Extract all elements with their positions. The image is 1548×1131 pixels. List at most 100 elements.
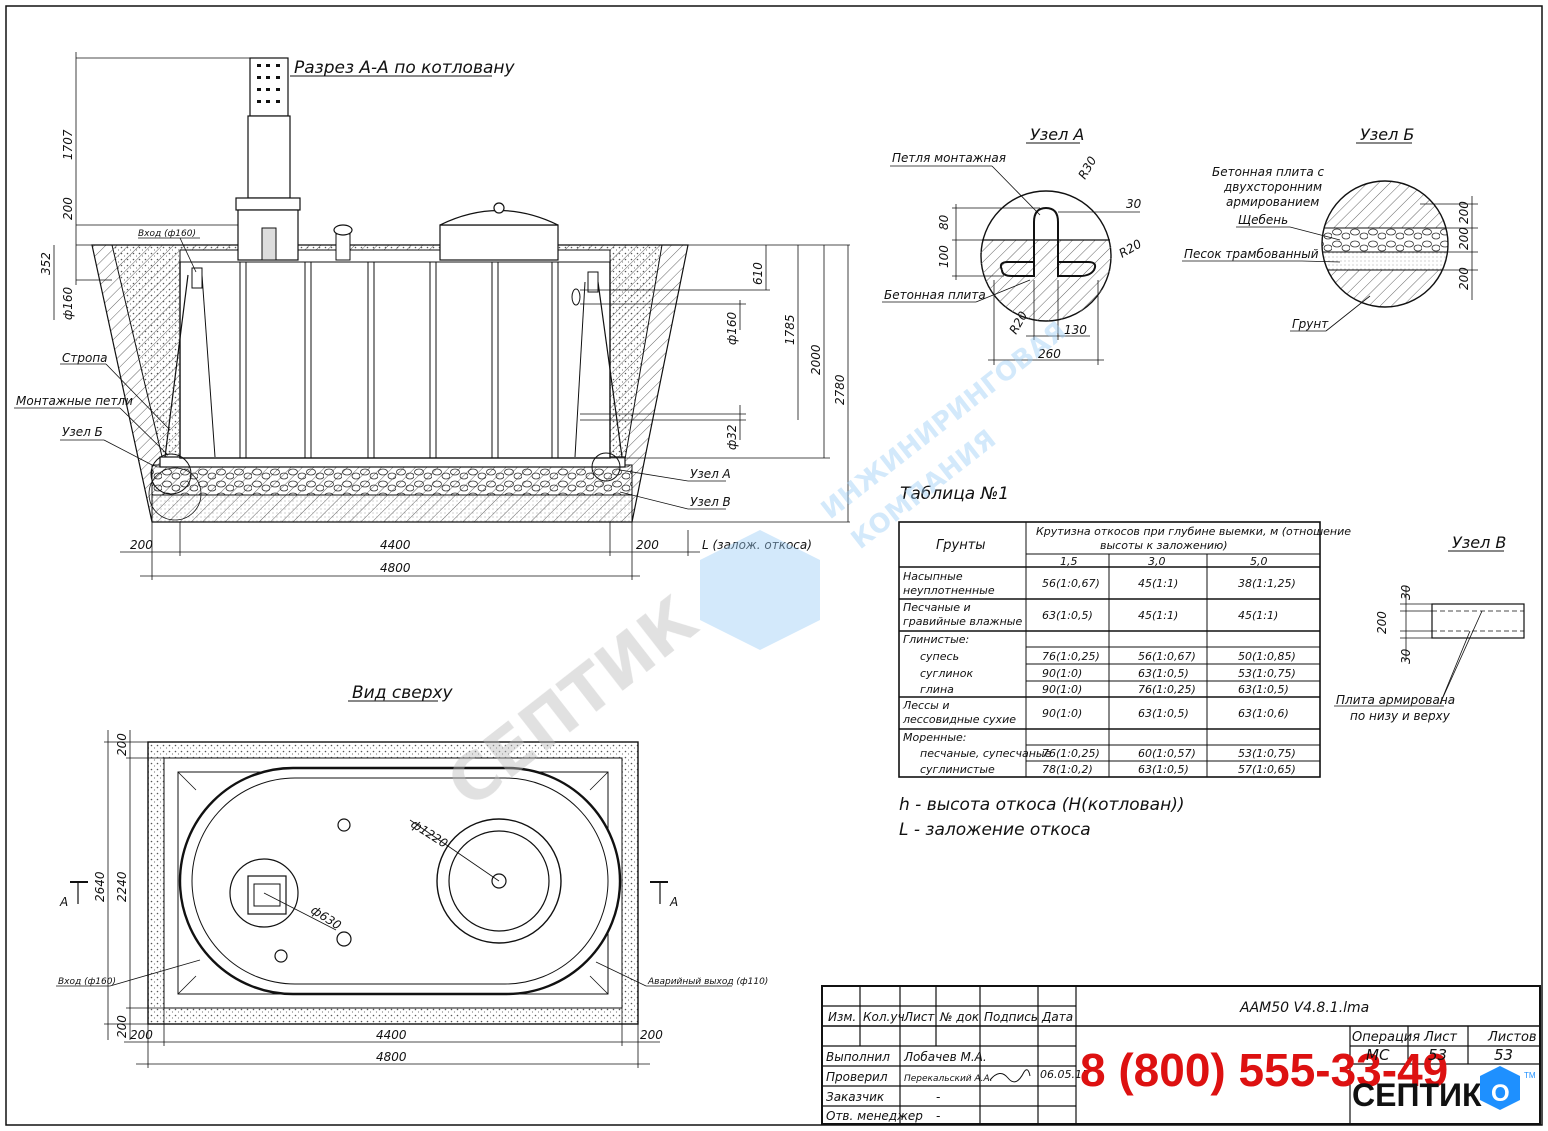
node-a-d100: 100: [937, 245, 951, 268]
node-a-slab: [979, 240, 1113, 322]
stamp-role: Выполнил: [826, 1050, 890, 1064]
node-a-detail: Узел А Петля монтажная Бетонная плита R3…: [882, 125, 1144, 365]
section-view: Разрез А-А по котловану: [14, 52, 850, 580]
section-mark-right: А: [669, 895, 678, 909]
brand-logo-letter: O: [1491, 1080, 1510, 1107]
table-cell: 76(1:0,25): [1042, 650, 1100, 663]
node-a-r20a: R20: [1117, 236, 1145, 260]
table-row-label: Моренные:: [903, 731, 967, 744]
top-h2640: 2640: [93, 871, 107, 902]
dim-phi160b: ф160: [725, 311, 739, 345]
dim-slope: L (залож. откоса): [702, 538, 812, 552]
node-b-d200a: 200: [1457, 201, 1471, 224]
dim-w200a: 200: [130, 538, 153, 552]
table-cell: 63(1:0,5): [1138, 667, 1189, 680]
stamp-header: Изм.: [828, 1010, 856, 1024]
section-mark-left: А: [59, 895, 68, 909]
table-depth-1: 3,0: [1148, 555, 1166, 568]
top-w200b: 200: [640, 1028, 663, 1042]
table-grid: [899, 522, 1320, 777]
node-v-label-l2: по низу и верху: [1350, 709, 1451, 723]
sling-right: [597, 281, 623, 458]
label-inlet: Вход (ф160): [138, 229, 196, 239]
vent-pipe: [335, 233, 351, 261]
stamp-header: Подпись: [984, 1010, 1038, 1024]
table-row-label: Глинистые:: [903, 633, 969, 646]
stamp-op-label: Операция: [1352, 1030, 1420, 1045]
stamp-sheets-label: Листов: [1487, 1030, 1537, 1045]
stamp-role: Отв. менеджер: [826, 1109, 923, 1123]
dim-phi32: ф32: [725, 424, 739, 450]
label-node-b: Узел Б: [62, 425, 103, 439]
dim-200: 200: [61, 197, 75, 220]
column-inner: [261, 227, 277, 261]
node-v-d30b: 30: [1399, 648, 1413, 664]
signature: [989, 1069, 1031, 1083]
section-title: Разрез А-А по котловану: [294, 58, 516, 78]
pipe-hole: [336, 931, 352, 947]
table-title: Таблица №1: [900, 484, 1009, 504]
outlet-fitting: [587, 271, 599, 293]
soil-table: Таблица №1 Грунты Крутизна откосов при г…: [898, 484, 1351, 840]
tank-body: [179, 259, 611, 459]
table-cell: 56(1:0,67): [1042, 577, 1100, 590]
node-v-label-l1: Плита армирована: [1336, 693, 1455, 707]
label-node-v: Узел В: [690, 495, 731, 509]
table-cell: 63(1:0,5): [1138, 763, 1189, 776]
brand-tm: TM: [1524, 1071, 1536, 1080]
stamp-sheets-value: 53: [1494, 1046, 1513, 1064]
stamp-header: Дата: [1041, 1010, 1073, 1024]
node-b-title: Узел Б: [1360, 125, 1414, 144]
stamp-op-value: МС: [1366, 1046, 1390, 1064]
sling-left: [164, 274, 189, 458]
stamp-header: Лист: [903, 1010, 935, 1024]
stamp-header: Кол.уч: [863, 1010, 905, 1024]
stamp-header: № док: [939, 1010, 980, 1024]
stamp-grid: [822, 986, 1540, 1124]
table-cell: 45(1:1): [1238, 609, 1278, 622]
table-cell: 90(1:0): [1042, 667, 1082, 680]
node-b-d200c: 200: [1457, 267, 1471, 290]
dims-left: [53, 52, 250, 320]
stamp-sheet-value: 53: [1428, 1046, 1447, 1064]
hatch-lid: [439, 209, 559, 226]
node-v-d200: 200: [1375, 611, 1389, 634]
table-cell: 50(1:0,85): [1238, 650, 1296, 663]
hatch-neck: [439, 224, 559, 261]
node-a-slab-label: Бетонная плита: [884, 288, 986, 302]
node-a-d260: 260: [1038, 347, 1061, 361]
note-h: h - высота откоса (H(котлован)): [899, 795, 1184, 815]
vent-hole: [337, 818, 351, 832]
node-a-title: Узел А: [1030, 125, 1084, 144]
top-inlet: Вход (ф160): [58, 977, 116, 987]
column-square-inner: [253, 883, 281, 907]
vent-cap: [333, 224, 353, 236]
hatch-inner: [448, 830, 550, 932]
table-cell: 90(1:0): [1042, 683, 1082, 696]
table-row-label: суглинок: [920, 667, 973, 680]
table-row-label: супесь: [920, 650, 959, 663]
small-hole: [274, 949, 288, 963]
panel-buttons: [257, 64, 280, 103]
mounting-loop: [999, 206, 1097, 277]
dim-w4800: 4800: [380, 561, 411, 575]
brand-logo-hex: [1480, 1066, 1520, 1110]
stamp-brand: СЕПТИК: [1352, 1077, 1482, 1113]
stamp-phone: 8 (800) 555-33-49: [1080, 1044, 1448, 1096]
stamp-role: Заказчик: [826, 1090, 885, 1104]
dims-bottom: [120, 522, 700, 580]
table-depth-2: 5,0: [1250, 555, 1268, 568]
table-row-label: глина: [920, 683, 954, 696]
stamp-sheet-label: Лист: [1423, 1030, 1457, 1045]
node-a-d30: 30: [1126, 197, 1142, 211]
label-mounting-loops: Монтажные петли: [16, 394, 133, 408]
table-cell: 53(1:0,75): [1238, 667, 1296, 680]
dim-w200b: 200: [636, 538, 659, 552]
